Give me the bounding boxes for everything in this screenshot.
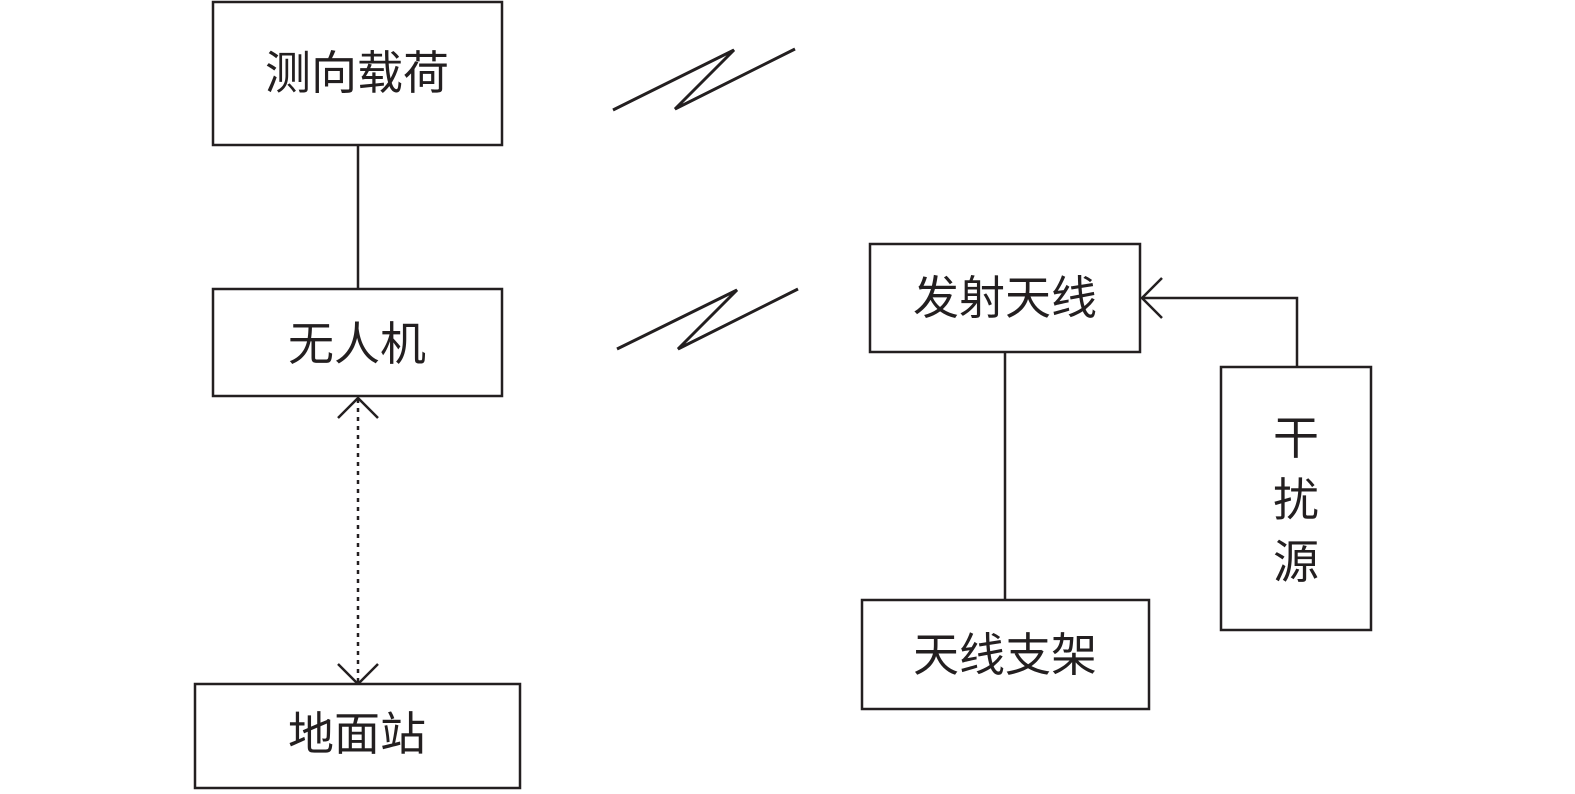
node-uav-label: 无人机 xyxy=(288,317,426,371)
node-interference-source-char-1: 干 xyxy=(1273,411,1319,465)
node-antenna-mount-box xyxy=(860,598,1151,711)
node-ground-station: 地面站 xyxy=(193,682,522,790)
node-payload: 测向载荷 xyxy=(211,0,504,147)
arrow-head-left xyxy=(1140,277,1163,319)
node-antenna-mount: 天线支架 xyxy=(860,598,1151,711)
node-uav: 无人机 xyxy=(211,287,504,398)
node-interference-source-char-3: 源 xyxy=(1273,535,1319,589)
node-transmit-antenna: 发射天线 xyxy=(868,242,1142,354)
node-payload-label: 测向载荷 xyxy=(265,46,449,100)
wireless-link-payload xyxy=(612,47,796,112)
node-interference-source-box xyxy=(1219,365,1373,632)
node-transmit-antenna-label: 发射天线 xyxy=(913,271,1097,325)
node-transmit-antenna-box xyxy=(868,242,1142,354)
node-ground-station-box xyxy=(193,682,522,790)
edge-interference-antenna xyxy=(1142,296,1299,367)
node-payload-box xyxy=(211,0,504,147)
node-antenna-mount-label: 天线支架 xyxy=(913,628,1097,682)
arrow-head-up xyxy=(337,396,379,419)
node-interference-source: 干 扰 源 xyxy=(1219,365,1373,632)
node-ground-station-label: 地面站 xyxy=(288,707,426,761)
wireless-link-uav xyxy=(616,287,799,351)
node-uav-box xyxy=(211,287,504,398)
node-interference-source-char-2: 扰 xyxy=(1273,473,1319,527)
